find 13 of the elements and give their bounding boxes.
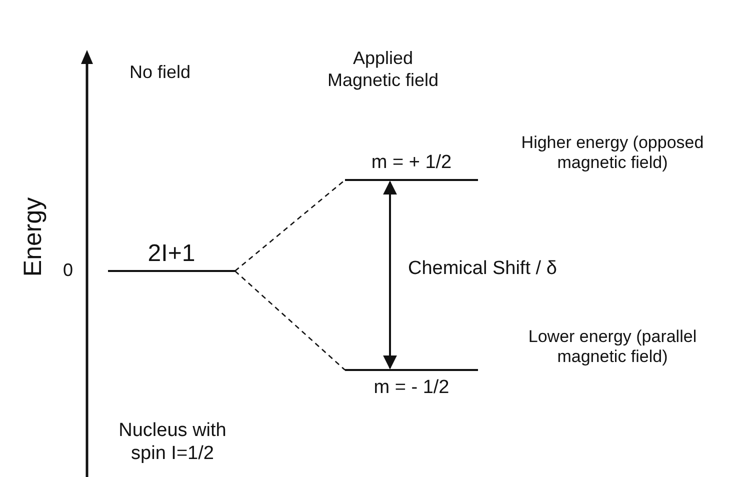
energy-level: 2I+1 <box>108 238 235 272</box>
note: Nucleus with spin I=1/2 <box>118 420 228 466</box>
level-note: Higher energy (opposed magnetic field) <box>520 133 705 174</box>
level-note: Lower energy (parallel magnetic field) <box>527 327 698 368</box>
dashed-connector <box>234 180 346 272</box>
axis-value: 0 <box>62 260 74 282</box>
energy-level: m = - 1/2 <box>345 369 478 405</box>
axis-label: Energy <box>18 196 48 279</box>
column-heading: No field <box>128 62 192 84</box>
column-heading: Applied Magnetic field <box>326 48 440 92</box>
dashed-connector <box>234 270 346 370</box>
energy-level: m = + 1/2 <box>345 150 478 181</box>
double-arrow <box>383 180 397 370</box>
